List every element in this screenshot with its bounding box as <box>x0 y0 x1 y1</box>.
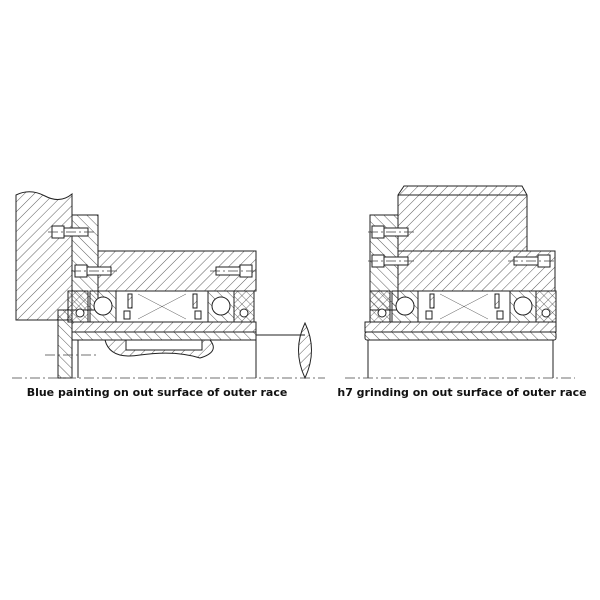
left-figure-caption: Blue painting on out surface of outer ra… <box>26 386 288 399</box>
right-assembly-drawing <box>345 185 575 379</box>
right-figure-caption: h7 grinding on out surface of outer race <box>337 386 587 399</box>
left-assembly-drawing <box>12 191 325 380</box>
